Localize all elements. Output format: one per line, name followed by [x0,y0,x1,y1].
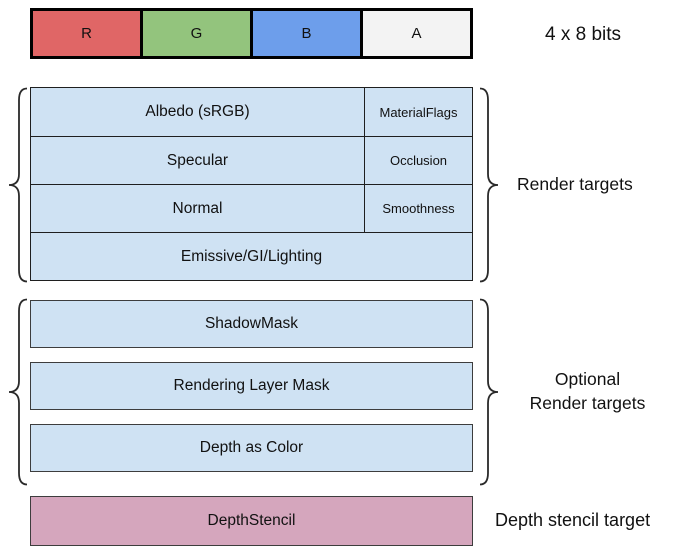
table-row: Emissive/GI/Lighting [31,232,472,280]
row-alpha-cell: Smoothness [364,185,472,232]
row-alpha-cell: MaterialFlags [364,88,472,136]
right-brace-optional [477,298,501,486]
left-brace-render-targets [6,87,30,283]
table-row: Normal Smoothness [31,184,472,232]
row-full-cell: Emissive/GI/Lighting [31,233,472,280]
bits-label: 4 x 8 bits [545,24,622,45]
channel-cell-g: G [140,11,250,56]
optional-box-shadowmask: ShadowMask [30,300,473,348]
render-targets-table: Albedo (sRGB) MaterialFlags Specular Occ… [30,87,473,281]
left-brace-optional [6,298,30,486]
rgba-channel-strip: R G B A [30,8,473,59]
optional-label-line1: Optional [554,369,621,389]
row-main-cell: Normal [31,185,364,232]
right-brace-render-targets [477,87,501,283]
optional-box-rendering-layer-mask: Rendering Layer Mask [30,362,473,410]
row-alpha-cell: Occlusion [364,137,472,184]
optional-render-targets-label: Optional Render targets [500,367,675,415]
table-row: Albedo (sRGB) MaterialFlags [31,88,472,136]
table-row: Specular Occlusion [31,136,472,184]
depth-stencil-box: DepthStencil [30,496,473,546]
channel-cell-b: B [250,11,360,56]
row-main-cell: Specular [31,137,364,184]
row-main-cell: Albedo (sRGB) [31,88,364,136]
depth-stencil-target-label: Depth stencil target [495,510,651,530]
optional-label-line2: Render targets [529,393,646,413]
render-targets-label: Render targets [517,174,633,194]
channel-cell-a: A [360,11,470,56]
channel-cell-r: R [33,11,140,56]
optional-box-depth-as-color: Depth as Color [30,424,473,472]
